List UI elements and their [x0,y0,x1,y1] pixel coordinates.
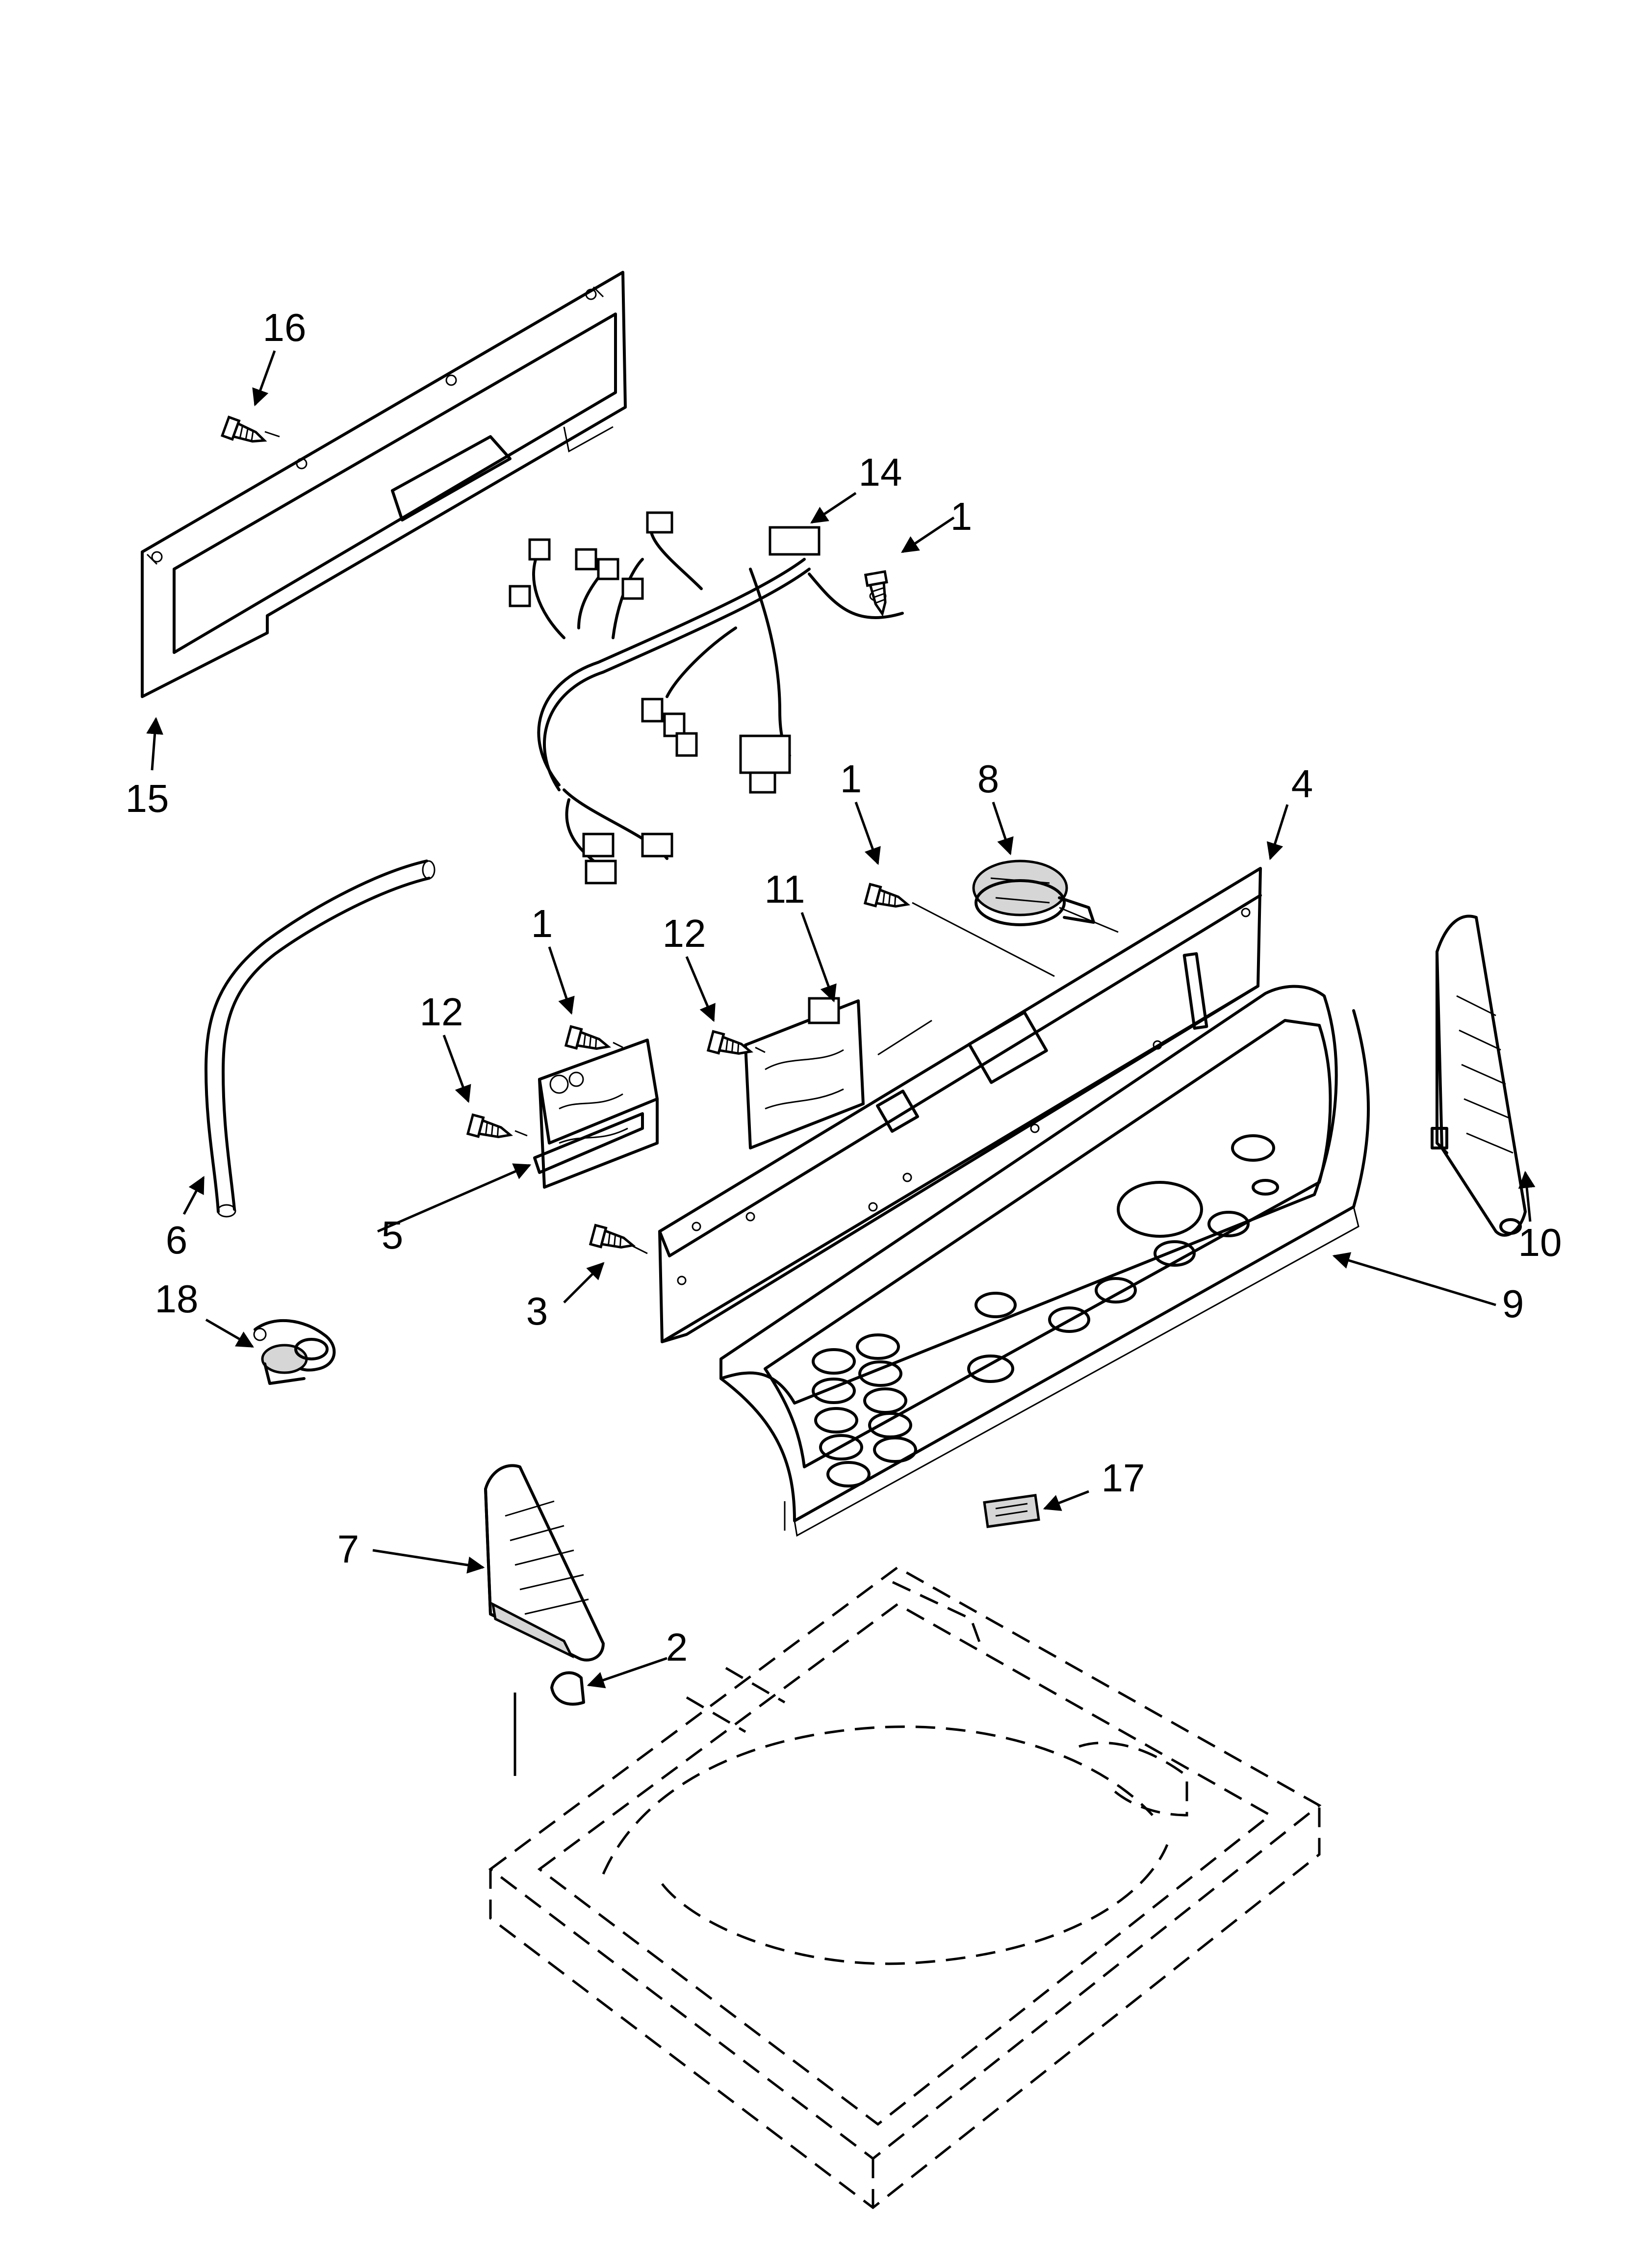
callout-10: 10 [1518,1221,1562,1264]
hose-part [205,860,436,1218]
callout-5: 5 [382,1213,404,1257]
rear-bracket-part [141,271,627,698]
callout-18: 18 [155,1277,199,1321]
callout-14: 14 [859,450,902,494]
callout-2: 2 [666,1625,688,1669]
screw-1-left-part [566,1026,611,1056]
callout-17: 17 [1102,1456,1145,1500]
right-end-cap-part [1431,914,1527,1237]
callout-11: 11 [764,867,805,911]
clamp-part [253,1319,336,1385]
clip-part [550,1671,585,1706]
right-control-board-part [744,997,865,1149]
callout-4: 4 [1291,762,1313,806]
screw-12-left-part [468,1115,513,1144]
wire-harness-part [509,511,904,885]
console-frame-part [658,867,1262,1343]
screw-3-part [590,1225,635,1254]
callout-15: 15 [126,777,169,820]
callout-9: 9 [1502,1282,1524,1326]
callout-1-left: 1 [531,902,553,945]
console-panel-part [719,985,1370,1537]
leader-arrows [146,350,1536,1689]
callout-1-mid: 1 [840,757,862,801]
left-control-board-part [533,1039,659,1189]
left-end-cap-part [484,1464,605,1662]
screw-1-mid-part [865,884,910,913]
callout-7: 7 [337,1527,359,1571]
callout-12-left: 12 [420,990,463,1034]
callout-3: 3 [526,1289,548,1333]
assembly-lines [264,431,1119,1776]
callout-16: 16 [263,306,307,349]
callout-12-mid: 12 [663,912,706,955]
callout-8: 8 [977,757,1000,801]
screw-1-top-part [866,572,892,616]
screw-16-part [222,417,268,449]
callout-1-top: 1 [950,495,973,538]
callout-6: 6 [166,1218,188,1262]
cabinet-top-dashed [488,1566,1322,2210]
callout-labels: 16 14 1 15 1 8 4 1 12 11 12 5 6 3 9 10 1… [126,306,1562,1669]
switch-component-part [972,860,1095,926]
badge-part [983,1494,1040,1528]
